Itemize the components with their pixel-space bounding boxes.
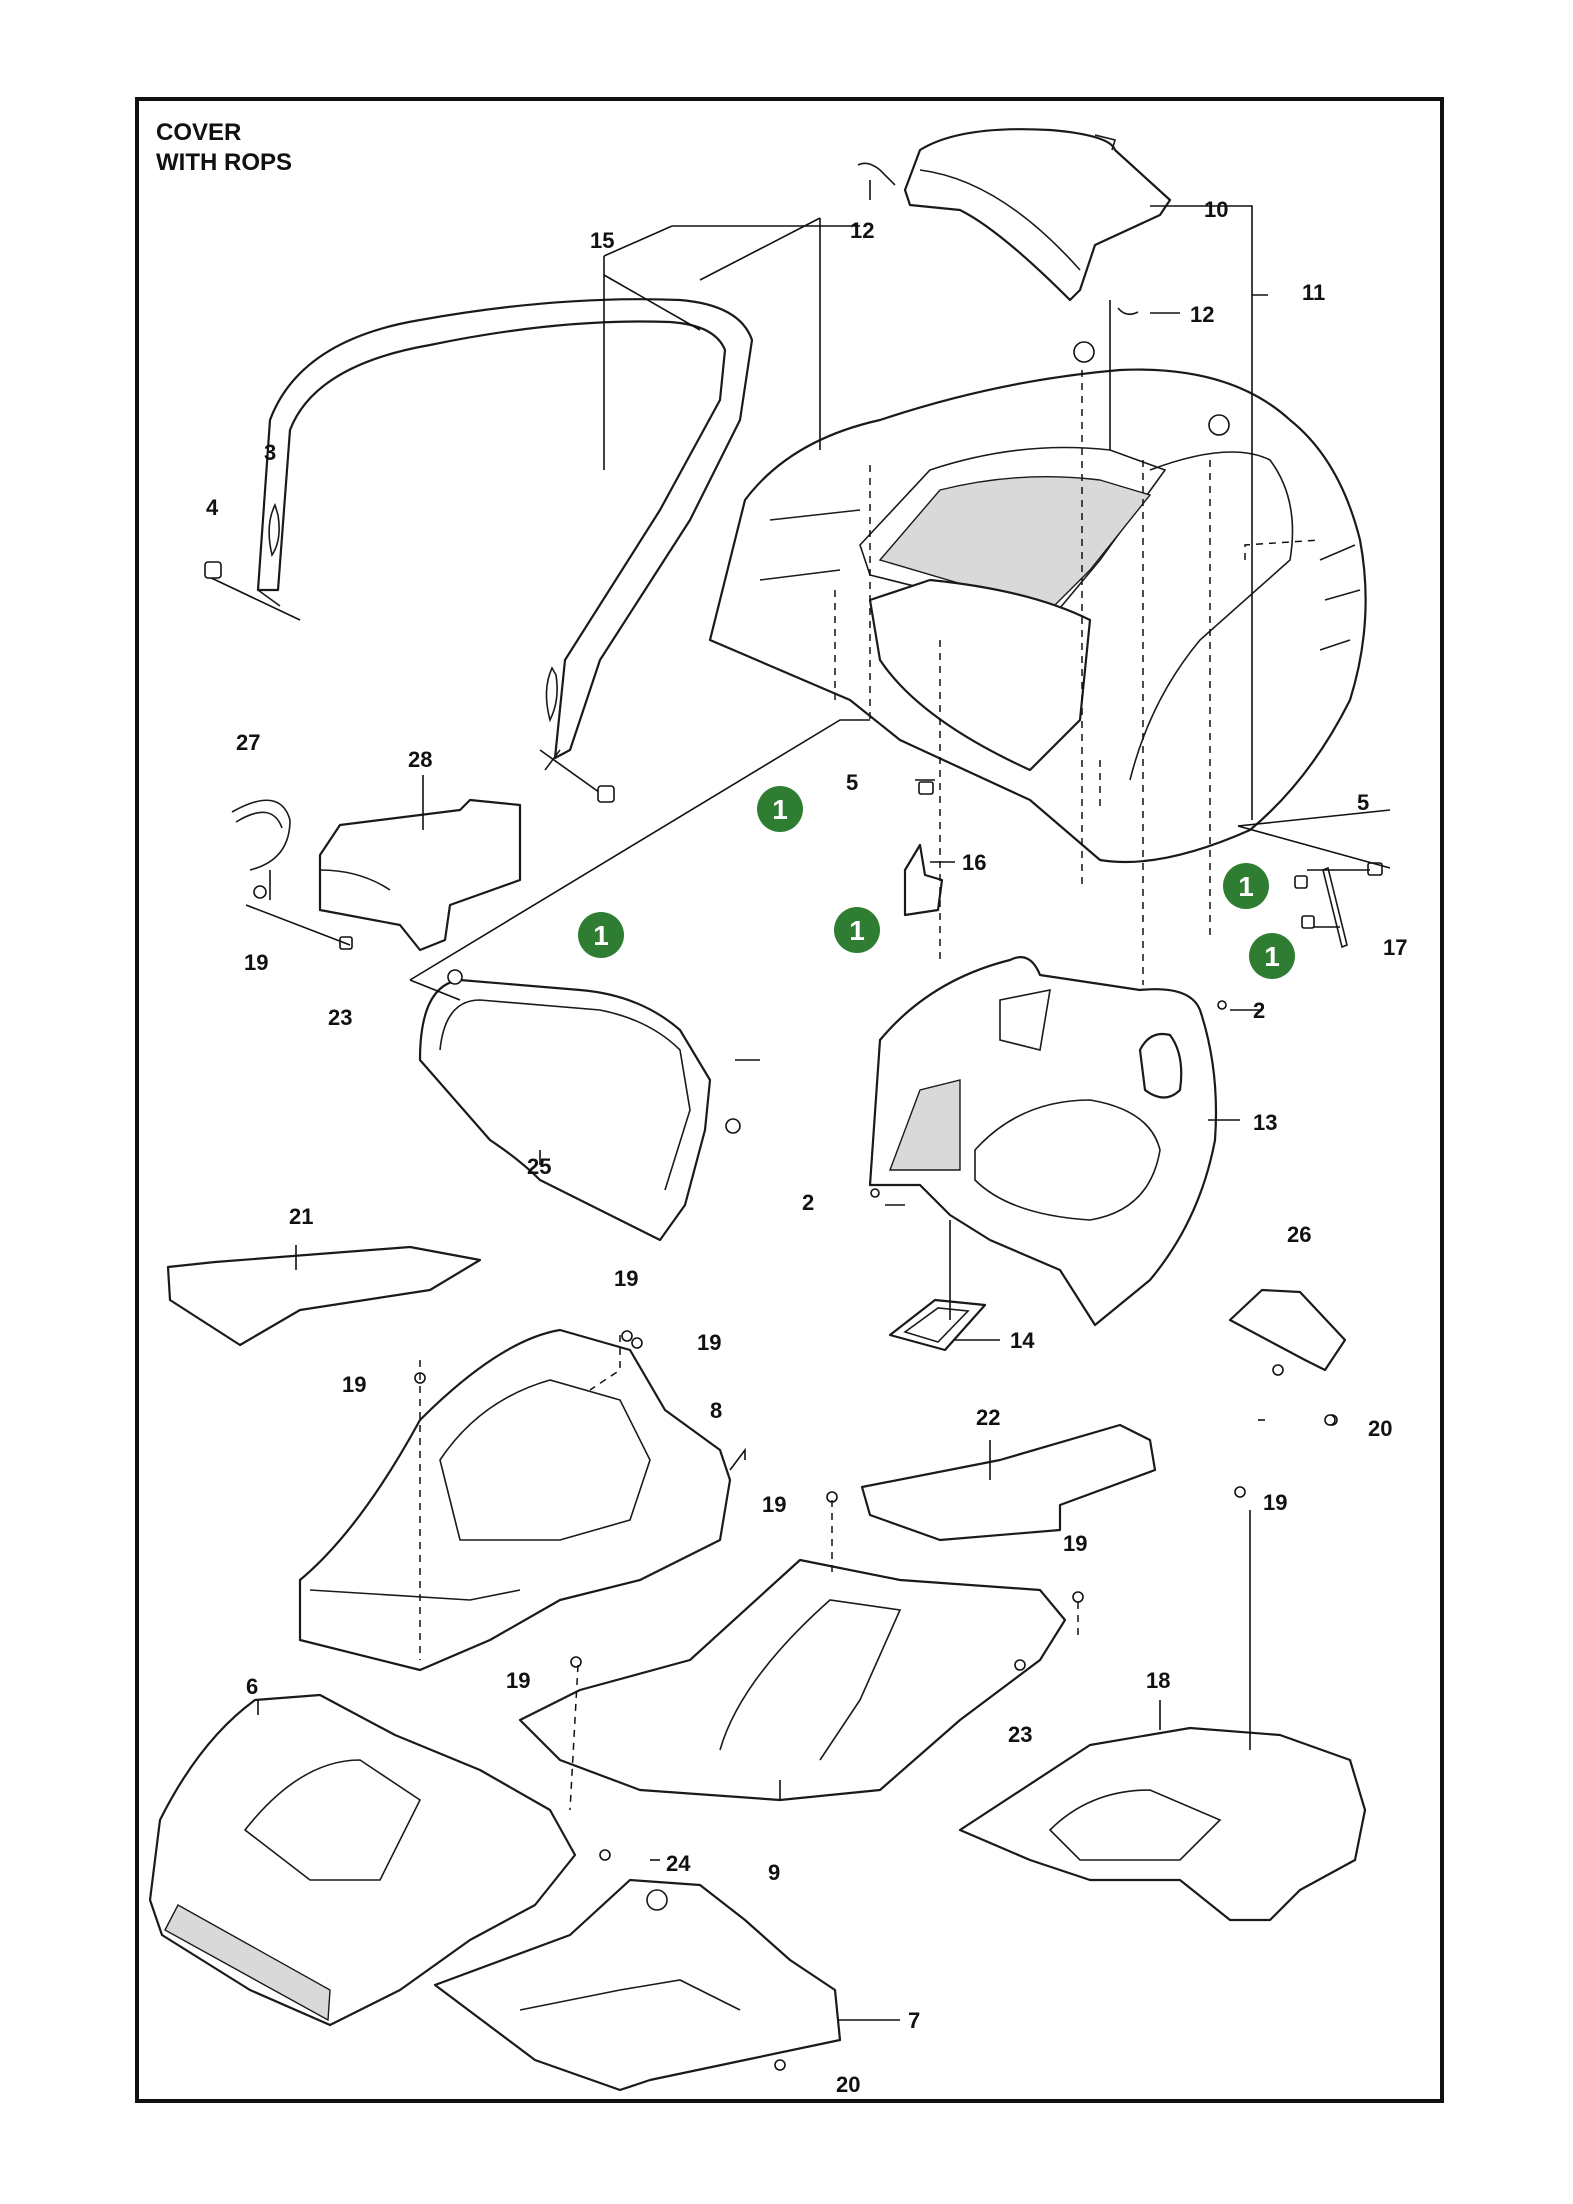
part-footrest-8 [298,1328,732,1672]
part-rops-bar [204,298,754,801]
part-rear-cover-18 [958,1726,1367,1922]
label-21: 21 [289,1204,313,1229]
label-5-center: 5 [846,770,858,795]
part-front-cover-6 [148,1693,577,2027]
part-main-cover [708,341,1367,864]
assembly-dashed-lines [419,370,1321,1811]
diagram-title: COVER WITH ROPS [156,118,292,178]
label-2-top: 2 [1253,998,1265,1023]
part-mat-21 [166,1245,482,1347]
label-19-centerright: 19 [1063,1531,1087,1556]
title-line-2: WITH ROPS [156,149,292,176]
label-11: 11 [1302,280,1325,305]
label-6: 6 [246,1674,258,1699]
label-20-right: 20 [1368,1416,1392,1441]
title-line-1: COVER [156,119,242,146]
part-bracket-28 [253,798,522,952]
label-19-bottomleft: 19 [506,1668,530,1693]
label-22: 22 [976,1405,1000,1430]
svg-text:1: 1 [849,915,865,946]
label-12-right: 12 [1190,302,1214,327]
part-seat-tray [868,956,1218,1327]
label-4: 4 [206,495,219,520]
note-marker-b: 1 [578,912,624,958]
label-23-left: 23 [328,1005,352,1030]
label-3: 3 [264,440,276,465]
note-marker-a: 1 [757,786,803,832]
svg-text:1: 1 [593,920,609,951]
label-19-top: 19 [614,1266,638,1291]
note-marker-e: 1 [1249,933,1295,979]
part-gasket [888,1298,987,1352]
label-23-center: 23 [1008,1722,1032,1747]
label-25: 25 [527,1154,551,1179]
label-5-right: 5 [1357,790,1369,815]
label-9: 9 [768,1860,780,1885]
note-marker-d: 1 [1223,863,1269,909]
label-10: 10 [1204,197,1228,222]
label-27: 27 [236,730,260,755]
label-14: 14 [1010,1328,1035,1353]
part-ring-27 [231,799,291,871]
leader-lines [245,180,1391,2021]
part-clips [857,162,1139,316]
label-18: 18 [1146,1668,1170,1693]
label-17: 17 [1383,935,1407,960]
label-24: 24 [666,1851,691,1876]
label-19-topright: 19 [697,1330,721,1355]
label-19-midleft: 19 [342,1372,366,1397]
label-15: 15 [590,228,614,253]
label-19-left: 19 [244,950,268,975]
part-lid [903,128,1172,302]
svg-text:1: 1 [1264,941,1280,972]
diagram-frame [135,97,1444,2103]
label-8: 8 [710,1398,722,1423]
part-strap-17 [1294,866,1348,949]
label-12-top: 12 [850,218,874,243]
part-hitch-pins [204,502,615,803]
label-16: 16 [962,850,986,875]
svg-text:1: 1 [772,794,788,825]
label-2-left: 2 [802,1190,814,1215]
part-mat-22 [860,1423,1157,1542]
label-26: 26 [1287,1222,1311,1247]
small-fasteners [414,1000,1336,2071]
part-panel-25 [418,969,741,1242]
label-28: 28 [408,747,432,772]
part-bracket-16 [903,781,1383,917]
label-19-right: 19 [1263,1490,1287,1515]
part-footrest-9 [518,1558,1067,1802]
part-bracket-26 [1228,1288,1347,1426]
part-number-labels: 15 3 4 12 10 11 12 27 28 5 16 5 17 19 23… [206,197,1407,2097]
label-7: 7 [908,2008,920,2033]
label-13: 13 [1253,1110,1277,1135]
part-floor-pan-7 [433,1878,842,2092]
label-19-center: 19 [762,1492,786,1517]
label-20-bottom: 20 [836,2072,860,2097]
svg-text:1: 1 [1238,871,1254,902]
note-marker-c: 1 [834,907,880,953]
